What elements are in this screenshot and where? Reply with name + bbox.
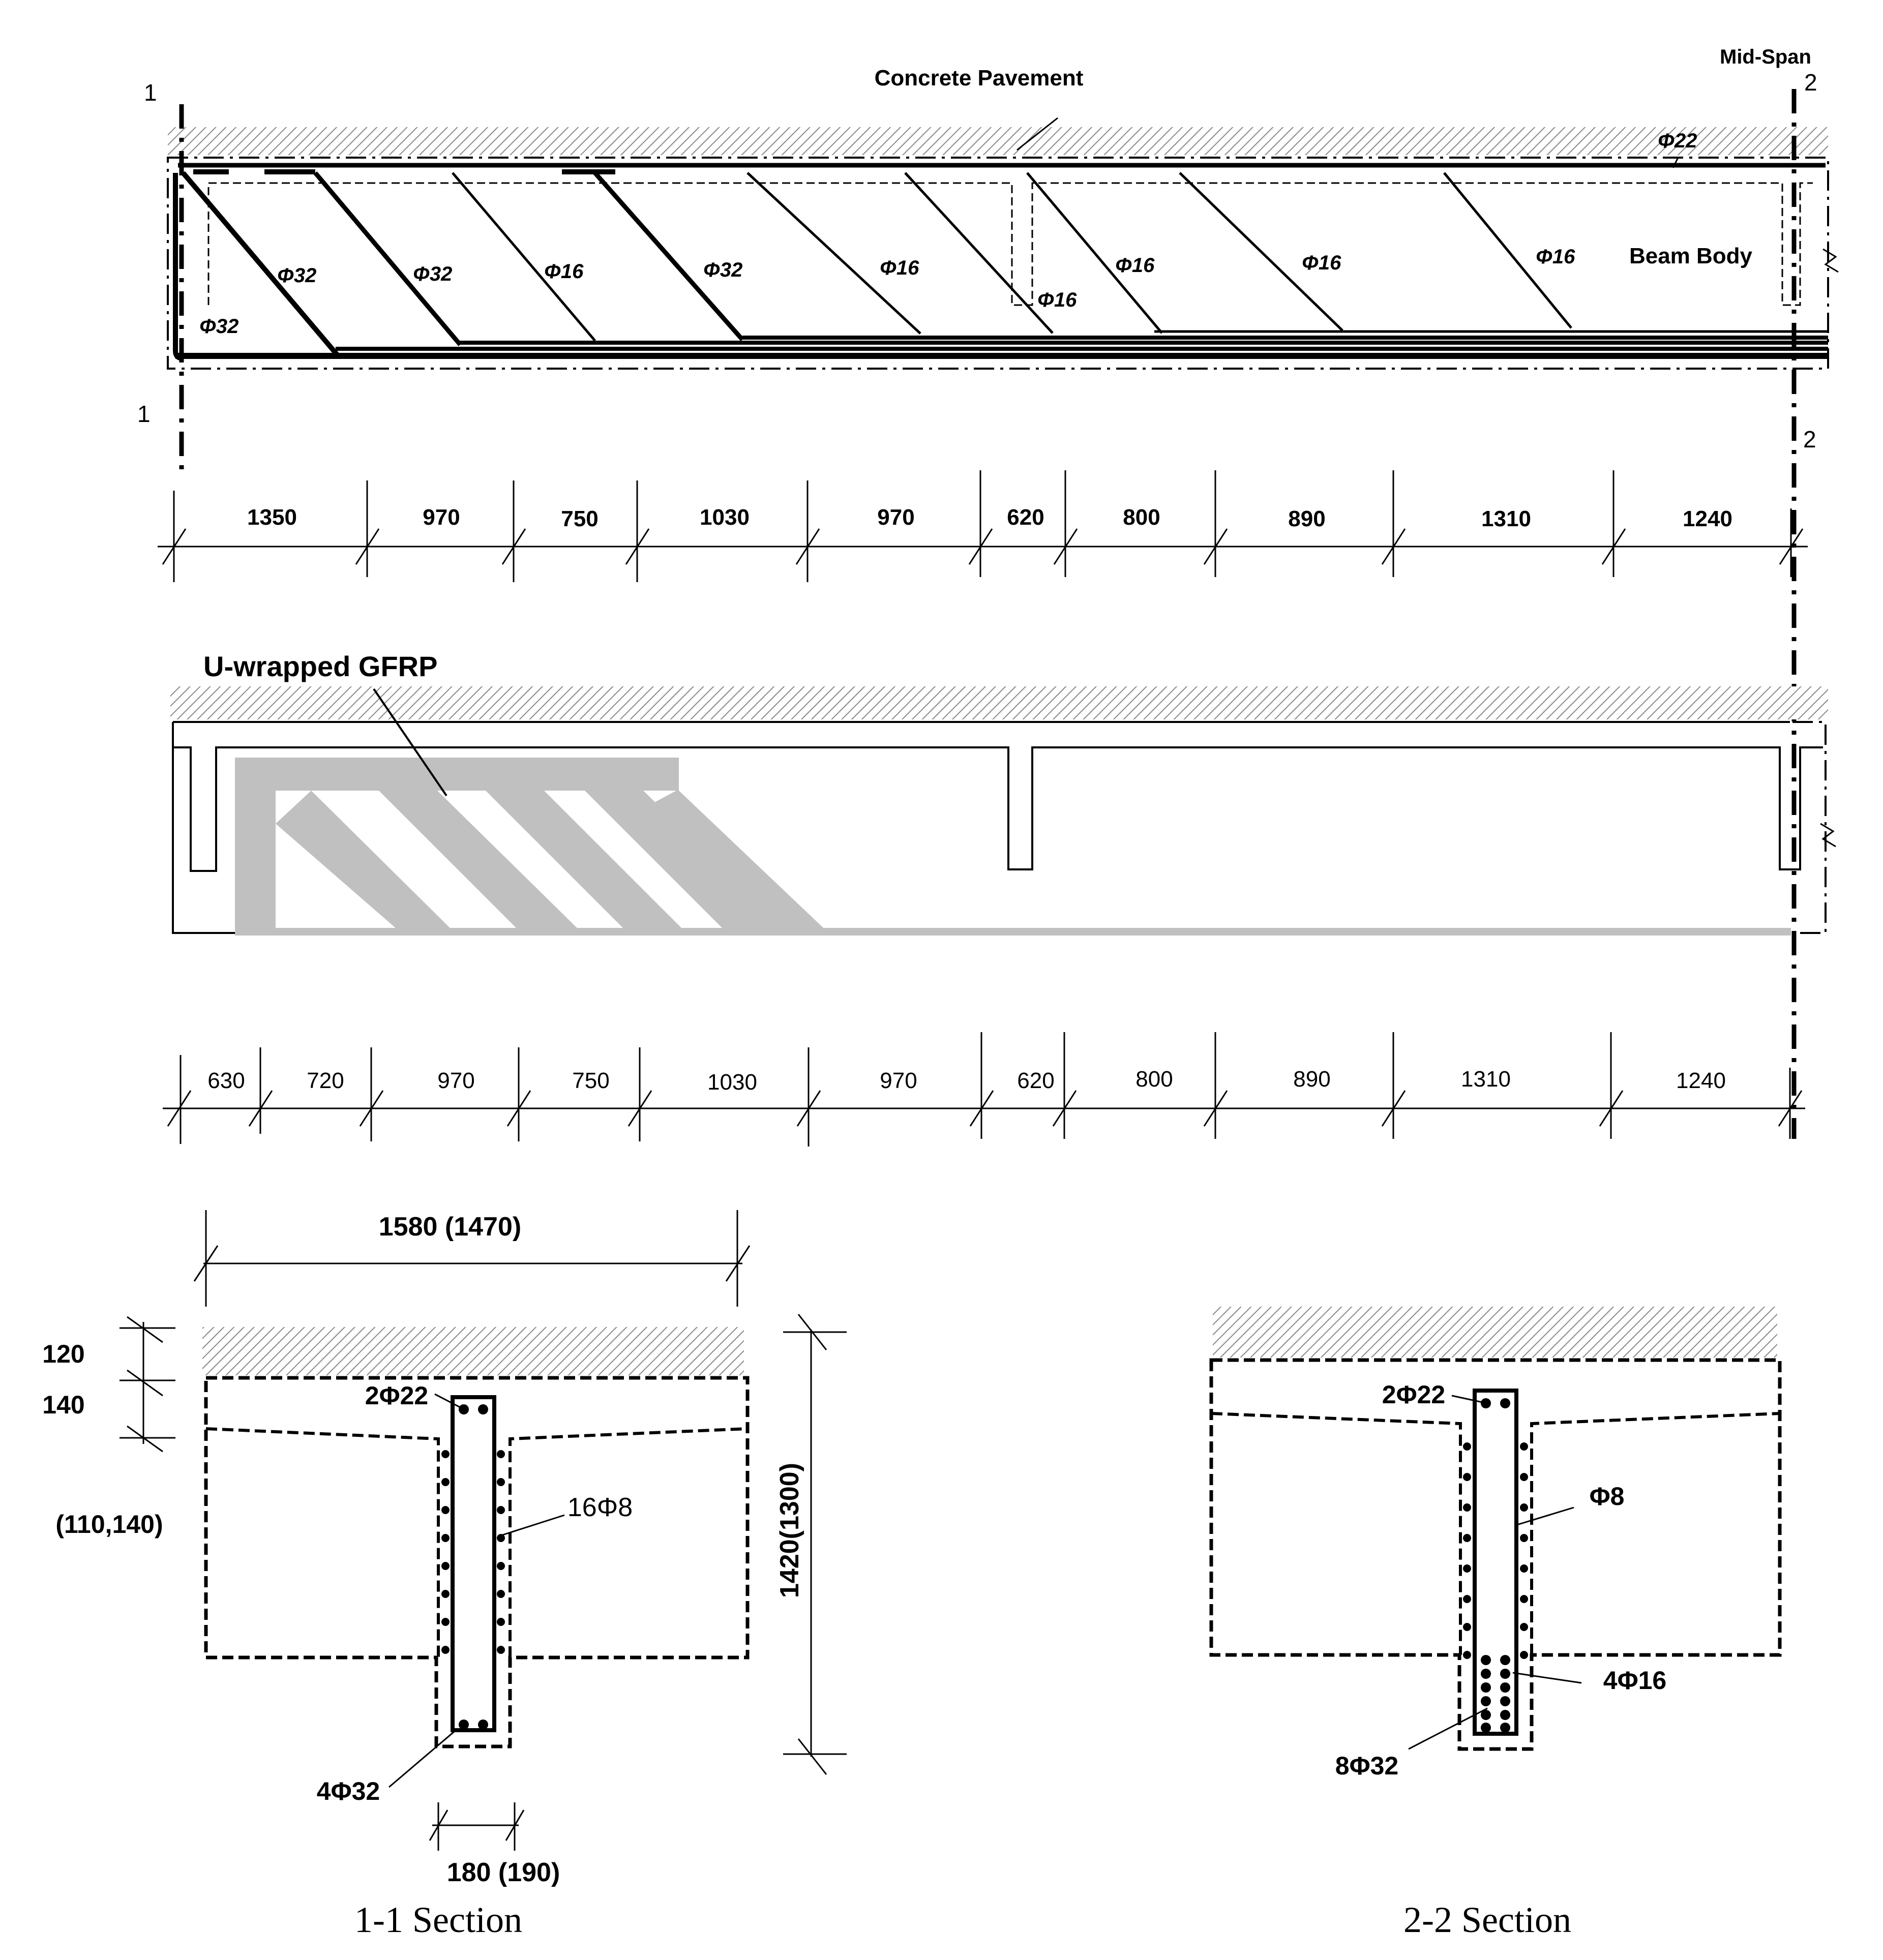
bent-bars — [181, 169, 1572, 358]
dimension-label: 750 — [561, 506, 598, 531]
dimension-label: 970 — [423, 505, 460, 530]
section-2-marker-top: 2 — [1804, 69, 1817, 96]
dimension-label: 720 — [307, 1068, 344, 1093]
section-1-stirrups: 16Φ8 — [567, 1493, 633, 1522]
rebar-label: Φ16 — [880, 257, 919, 279]
rebar-label: Φ16 — [1302, 252, 1341, 274]
section-2-outline — [1209, 1358, 1782, 1751]
beam-outline — [167, 157, 1829, 370]
dimension-label: 970 — [880, 1068, 917, 1093]
dimension-label: 1310 — [1481, 506, 1531, 531]
section-2-stirrups: Φ8 — [1590, 1482, 1625, 1511]
pavement-label: Concrete Pavement — [875, 66, 1084, 91]
elevation-dimension-labels: 1350 970 750 1030 970 620 800 890 1310 1… — [247, 505, 1732, 531]
section-1-height-dim: 1420(1300) — [775, 1463, 804, 1598]
midspan-label: Mid-Span — [1720, 46, 1811, 68]
dimension-label: 1030 — [700, 505, 750, 530]
dimension-label: 630 — [207, 1068, 245, 1093]
dimension-label: 1240 — [1683, 506, 1732, 531]
section-1-flange-thk: 140 — [42, 1391, 84, 1419]
section-1-side-bars — [441, 1450, 505, 1654]
dimension-label: 800 — [1135, 1067, 1173, 1092]
section-1-pavement-thk: 120 — [42, 1340, 84, 1368]
section-2-side-bars — [1463, 1442, 1528, 1659]
concrete-pavement — [168, 127, 1828, 155]
section-2-marker-bottom: 2 — [1803, 426, 1816, 453]
rebar-label: Φ16 — [1037, 289, 1077, 311]
elevation-dimensions — [158, 470, 1808, 582]
section-1-web-width: 180 (190) — [447, 1858, 560, 1887]
gfrp-view: U-wrapped GFRP — [163, 650, 1836, 1147]
section-1-bottom-bars: 4Φ32 — [317, 1777, 380, 1805]
section-1-marker-bottom: 1 — [137, 401, 151, 427]
section-2-bottom-bars-label: 8Φ32 — [1335, 1752, 1398, 1780]
section-1-1: 1580 (1470) 120 140 (110,140) 1420(1300)… — [42, 1210, 847, 1940]
rebar-labels: Φ32 Φ32 Φ32 Φ16 Φ32 Φ16 Φ16 Φ16 Φ16 Φ16 — [199, 246, 1575, 338]
gfrp-dimensions — [163, 1032, 1805, 1147]
rebar-label: Φ32 — [199, 315, 238, 338]
rebar-label: Φ16 — [544, 260, 584, 283]
section-2-top-bars: 2Φ22 — [1382, 1380, 1445, 1409]
section-1-pavement — [202, 1327, 744, 1375]
dimension-label: 890 — [1293, 1067, 1330, 1092]
dimension-label: 970 — [877, 505, 914, 530]
section-2-2: 2Φ22 Φ8 4Φ16 8Φ32 2-2 Section — [1209, 1307, 1782, 1940]
section-2-stirrup — [1473, 1389, 1518, 1736]
rebar-label: Φ32 — [703, 259, 742, 281]
section-2-title: 2-2 Section — [1403, 1899, 1571, 1940]
dimension-label: 800 — [1123, 505, 1160, 530]
section-1-outline — [204, 1376, 750, 1748]
rebar-label: Φ32 — [413, 263, 452, 285]
inner-web-outline — [207, 182, 1813, 306]
dimension-label: 890 — [1288, 506, 1325, 531]
section-1-stirrup — [451, 1395, 496, 1732]
rebar-label: Φ32 — [277, 264, 316, 287]
section-1-marker-top: 1 — [144, 79, 157, 106]
dimension-label: 970 — [437, 1068, 474, 1093]
top-bar-label: Φ22 — [1658, 130, 1697, 152]
beam-body-label: Beam Body — [1629, 244, 1753, 268]
section-1-haunch: (110,140) — [55, 1510, 163, 1539]
section-2-pavement — [1213, 1307, 1777, 1358]
dimension-label: 750 — [572, 1068, 609, 1093]
rebar-label: Φ16 — [1115, 254, 1155, 277]
section-1-dimensions — [119, 1210, 847, 1851]
dimension-label: 1240 — [1676, 1068, 1726, 1093]
dimension-label: 620 — [1017, 1068, 1054, 1093]
gfrp-pavement — [170, 686, 1828, 719]
section-2-bottom-bars — [1481, 1655, 1510, 1733]
section-1-title: 1-1 Section — [354, 1899, 522, 1940]
gfrp-wrap — [235, 758, 1791, 936]
rebar-label: Φ16 — [1536, 246, 1575, 268]
dimension-label: 1030 — [707, 1070, 757, 1095]
dimension-label: 1310 — [1461, 1067, 1511, 1092]
gfrp-web-outline — [173, 746, 1823, 872]
section-1-width-dim: 1580 (1470) — [379, 1212, 521, 1242]
gfrp-label: U-wrapped GFRP — [203, 650, 437, 682]
elevation-view: Concrete Pavement Mid-Span Beam Body 1 1… — [137, 46, 1839, 1139]
section-1-top-bars: 2Φ22 — [365, 1381, 428, 1410]
gfrp-dimension-labels: 630 720 970 750 1030 970 620 800 890 131… — [207, 1067, 1726, 1095]
dimension-label: 620 — [1007, 505, 1044, 530]
section-2-mid-bars: 4Φ16 — [1603, 1666, 1666, 1695]
dimension-label: 1350 — [247, 505, 297, 530]
bottom-bars — [173, 173, 1828, 361]
section-2-leaders — [1408, 1395, 1582, 1750]
